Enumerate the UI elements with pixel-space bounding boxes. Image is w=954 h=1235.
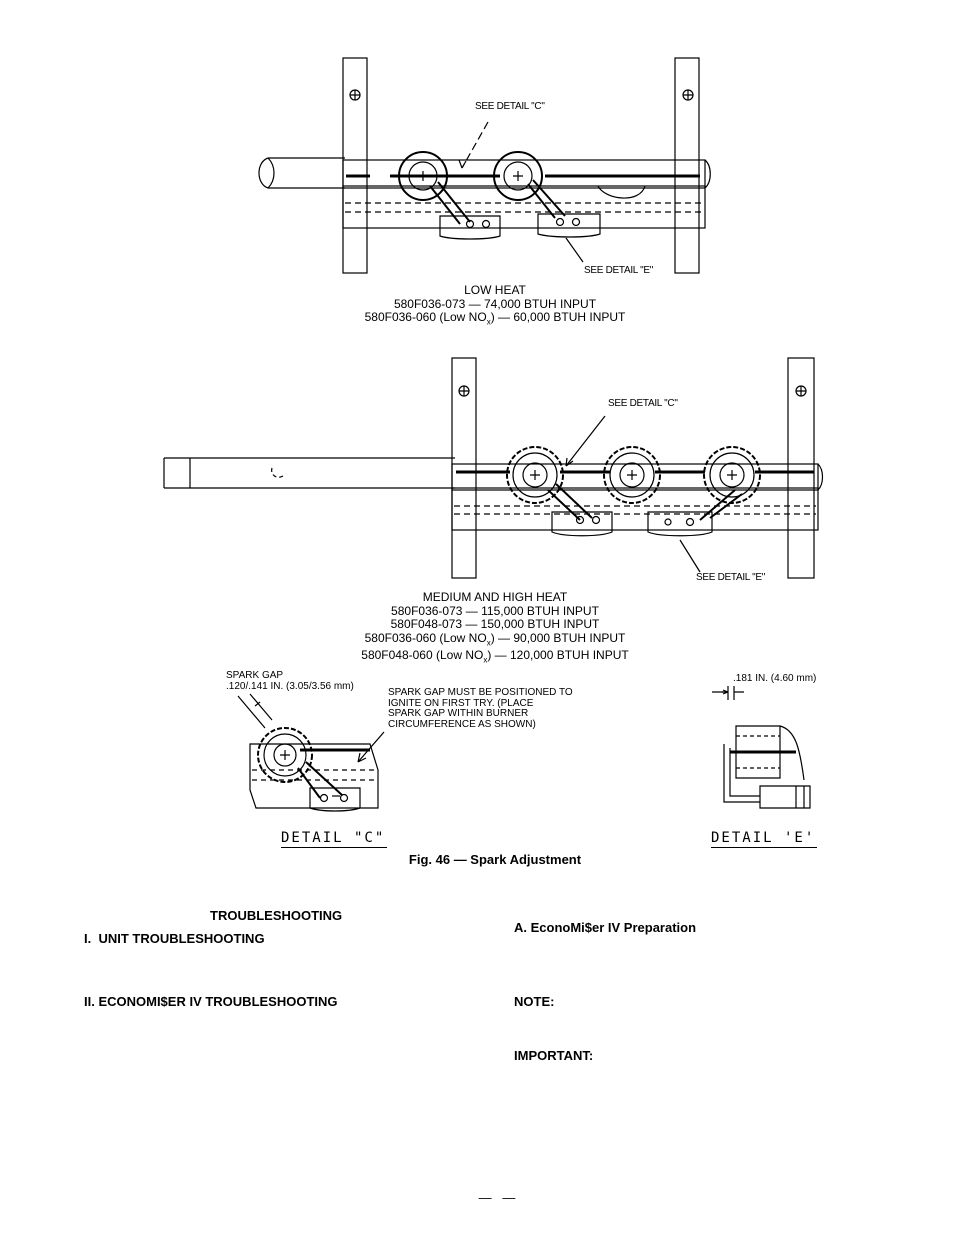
important-label: IMPORTANT:: [514, 1048, 594, 1063]
figure-caption: Fig. 46 — Spark Adjustment: [408, 852, 582, 867]
detail-c-note: SPARK GAP MUST BE POSITIONED TO IGNITE O…: [388, 687, 573, 730]
low-heat-burner-drawing: [258, 57, 711, 274]
medium-high-callout-e: SEE DETAIL "E": [696, 572, 766, 583]
medium-high-model-1: 580F036-073 — 115,000 BTUH INPUT: [391, 603, 599, 618]
medium-high-title: MEDIUM AND HIGH HEAT: [422, 590, 568, 604]
low-heat-model-2: 580F036-060 (Low NOx) — 60,000 BTUH INPU…: [364, 310, 626, 327]
medium-high-caption: MEDIUM AND HIGH HEAT 580F036-073 — 115,0…: [300, 590, 690, 667]
low-heat-model-1: 580F036-073 — 74,000 BTUH INPUT: [393, 296, 597, 311]
detail-e-dimension: .181 IN. (4.60 mm): [733, 673, 817, 684]
detail-c-title: DETAIL "C": [281, 830, 388, 848]
page-number: — —: [478, 1190, 516, 1205]
troubleshooting-heading: TROUBLESHOOTING: [210, 908, 343, 923]
economiser-preparation-heading: A. EconoMi$er IV Preparation: [514, 920, 697, 935]
low-heat-caption: LOW HEAT 580F036-073 — 74,000 BTUH INPUT…: [300, 283, 690, 329]
detail-e-drawing: [712, 686, 811, 809]
medium-high-model-4: 580F048-060 (Low NOx) — 120,000 BTUH INP…: [361, 648, 629, 665]
low-heat-callout-e: SEE DETAIL "E": [584, 265, 654, 276]
note-label: NOTE:: [514, 994, 555, 1009]
low-heat-title: LOW HEAT: [464, 283, 526, 297]
medium-high-model-2: 580F048-073 — 150,000 BTUH INPUT: [390, 617, 600, 631]
unit-troubleshooting-heading: I. UNIT TROUBLESHOOTING: [84, 931, 265, 946]
detail-c-drawing: [237, 693, 385, 812]
low-heat-callout-c: SEE DETAIL "C": [475, 101, 545, 112]
medium-high-model-3: 580F036-060 (Low NOx) — 90,000 BTUH INPU…: [364, 630, 626, 647]
detail-c-spark-gap-label: SPARK GAP .120/.141 IN. (3.05/3.56 mm): [226, 670, 354, 692]
medium-high-heat-burner-drawing: [163, 357, 824, 579]
economiser-troubleshooting-heading: II. ECONOMI$ER IV TROUBLESHOOTING: [84, 994, 338, 1009]
medium-high-callout-c: SEE DETAIL "C": [608, 398, 678, 409]
detail-e-title: DETAIL 'E': [711, 830, 818, 848]
